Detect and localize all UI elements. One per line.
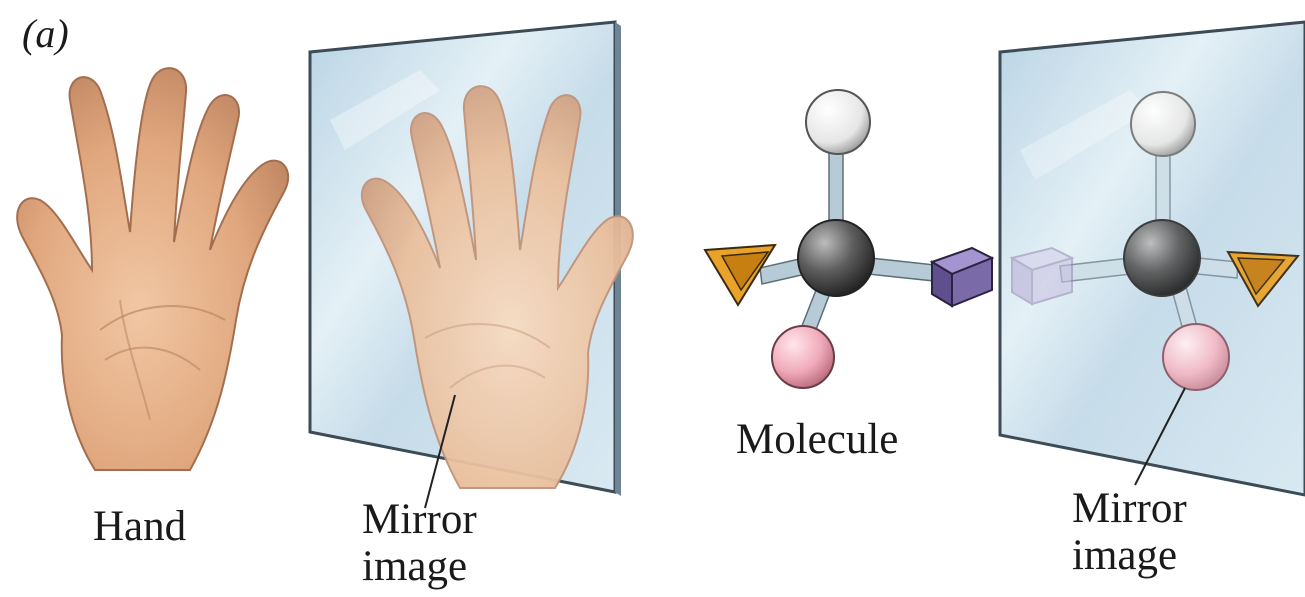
- bond-right: [868, 258, 935, 281]
- hand-mirror-label-line1: Mirror: [362, 498, 477, 542]
- hand-mirror-label-line2: image: [362, 545, 467, 589]
- mirror-atom-pink: [1163, 324, 1229, 390]
- atom-carbon: [798, 220, 874, 296]
- mirror-cube-group: [1012, 248, 1072, 304]
- molecule-mirror: [1000, 22, 1305, 495]
- hand-illustration: [17, 68, 288, 470]
- atom-pink: [772, 326, 834, 388]
- cube-group: [932, 248, 992, 306]
- molecule-model: [705, 90, 992, 388]
- hand-label: Hand: [93, 505, 186, 549]
- molecule-label: Molecule: [736, 418, 898, 462]
- mirror-atom-carbon: [1124, 220, 1200, 296]
- atom-white: [806, 90, 870, 154]
- hand-mirror: [310, 22, 633, 508]
- molecule-mirror-label-line1: Mirror: [1072, 487, 1187, 531]
- molecule-mirror-label-line2: image: [1072, 534, 1177, 578]
- mirror-atom-white: [1131, 92, 1195, 156]
